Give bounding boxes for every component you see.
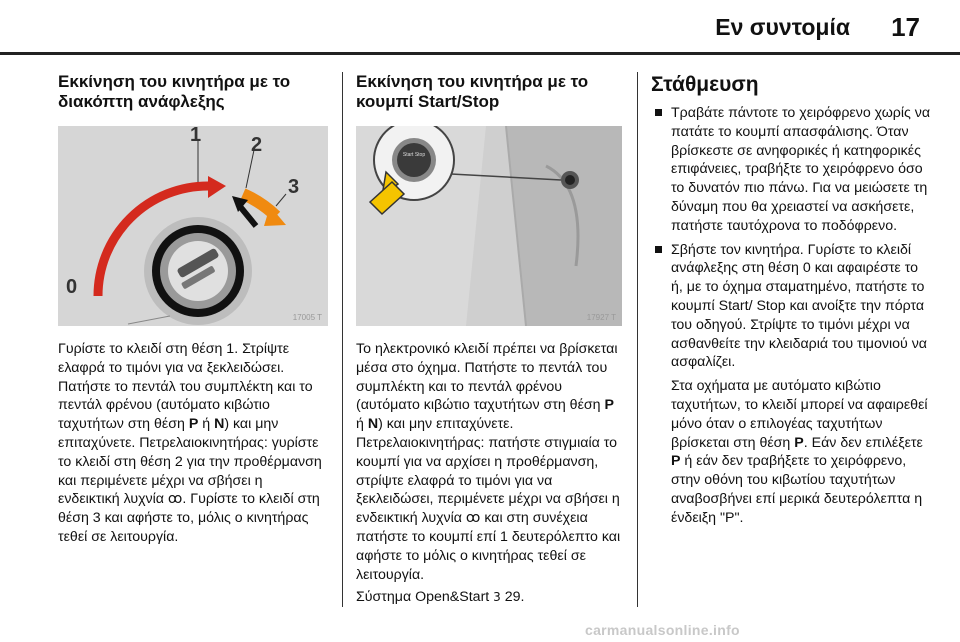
or-text: ή <box>198 416 215 433</box>
column-ignition-key: Εκκίνηση του κινητήρα με το διακόπτη ανά… <box>58 72 328 547</box>
bullet-square-icon <box>655 245 662 253</box>
cross-reference[interactable]: Σύστημα Open&Start 3 29. <box>356 588 622 607</box>
gear-p: P <box>794 434 804 451</box>
page-ref-arrow-icon: 3 <box>493 590 501 605</box>
gear-p: P <box>188 416 199 433</box>
bullet-square-icon <box>655 109 662 116</box>
start-stop-text-c: και στη συνέχεια πατήστε το κουμπί επί 1… <box>356 510 621 583</box>
chapter-title: Εν συντομία <box>715 14 850 40</box>
bullet-text: Σβήστε τον κινητήρα. Γυρίστε το κλειδί α… <box>671 241 927 371</box>
section-heading-parking: Στάθμευση <box>651 73 759 96</box>
start-stop-text-b: ) και μην επιταχύνετε. Πετρελαιοκινητήρα… <box>356 416 620 527</box>
page-header: Εν συντομία 17 <box>0 0 960 52</box>
ignition-figure: 1 2 3 0 17005 T <box>58 126 328 326</box>
watermark: carmanualsonline.info <box>585 622 740 638</box>
column-divider <box>637 72 638 607</box>
automatic-transmission-note: Στα οχήματα με αυτόματο κιβώτιο ταχυτήτω… <box>651 377 931 527</box>
start-stop-figure: Start Stop 17927 T <box>356 126 622 326</box>
section-heading-start-stop: Εκκίνηση του κινητήρα με το κουμπί Start… <box>356 72 589 111</box>
page-number: 17 <box>891 12 920 42</box>
position-label-3: 3 <box>288 176 300 198</box>
column-parking: Στάθμευση Τραβάτε πάντοτε το χειρόφρενο … <box>651 72 931 528</box>
ignition-instructions: Γυρίστε το κλειδί στη θέση 1. Στρίψτε ελ… <box>58 340 328 547</box>
list-item: Τραβάτε πάντοτε το χειρόφρενο χωρίς να π… <box>651 104 931 236</box>
list-item: Σβήστε τον κινητήρα. Γυρίστε το κλειδί α… <box>651 241 931 373</box>
note-text-a: Στα οχήματα με αυτόματο κιβώτιο ταχυτήτω… <box>671 378 928 451</box>
glow-plug-icon: ꝏ <box>465 510 481 527</box>
start-stop-illustration <box>356 126 622 326</box>
header-rule <box>0 52 960 55</box>
start-stop-instructions: Το ηλεκτρονικό κλειδί πρέπει να βρίσκετα… <box>356 340 622 584</box>
figure-code: 17005 T <box>292 313 322 322</box>
gear-n: N <box>367 416 379 433</box>
start-stop-text-a: Το ηλεκτρονικό κλειδί πρέπει να βρίσκετα… <box>356 341 618 414</box>
position-label-0: 0 <box>66 276 78 298</box>
glow-plug-icon: ꝏ <box>167 491 183 508</box>
reference-page: 29. <box>500 589 525 606</box>
parking-bullets: Τραβάτε πάντοτε το χειρόφρενο χωρίς να π… <box>651 104 931 372</box>
note-text-b: . Εάν δεν επιλέξετε <box>803 434 923 451</box>
bullet-text: Τραβάτε πάντοτε το χειρόφρενο χωρίς να π… <box>671 105 931 234</box>
gear-p: P <box>604 397 614 414</box>
column-divider <box>342 72 343 607</box>
figure-code: 17927 T <box>586 313 616 322</box>
section-heading-ignition: Εκκίνηση του κινητήρα με το διακόπτη ανά… <box>58 72 291 111</box>
ignition-text-b: ) και μην επιταχύνετε. Πετρελαιοκινητήρα… <box>58 416 322 508</box>
ignition-illustration <box>93 140 287 325</box>
reference-text: Σύστημα Open&Start <box>356 589 494 606</box>
position-label-1: 1 <box>190 126 202 146</box>
gear-p: P <box>671 453 681 470</box>
gear-n: N <box>214 416 225 433</box>
ignition-text-c: . Γυρίστε το κλειδί στη θέση 3 και αφήστ… <box>58 491 320 545</box>
or-text: ή <box>356 416 368 433</box>
start-stop-button-label: Start Stop <box>402 152 426 158</box>
position-label-2: 2 <box>251 134 263 156</box>
note-text-c: ή εάν δεν τραβήξετε το χειρόφρενο, στην … <box>671 453 923 526</box>
column-start-stop: Εκκίνηση του κινητήρα με το κουμπί Start… <box>356 72 622 607</box>
ignition-text-a: Γυρίστε το κλειδί στη θέση 1. Στρίψτε ελ… <box>58 341 313 433</box>
